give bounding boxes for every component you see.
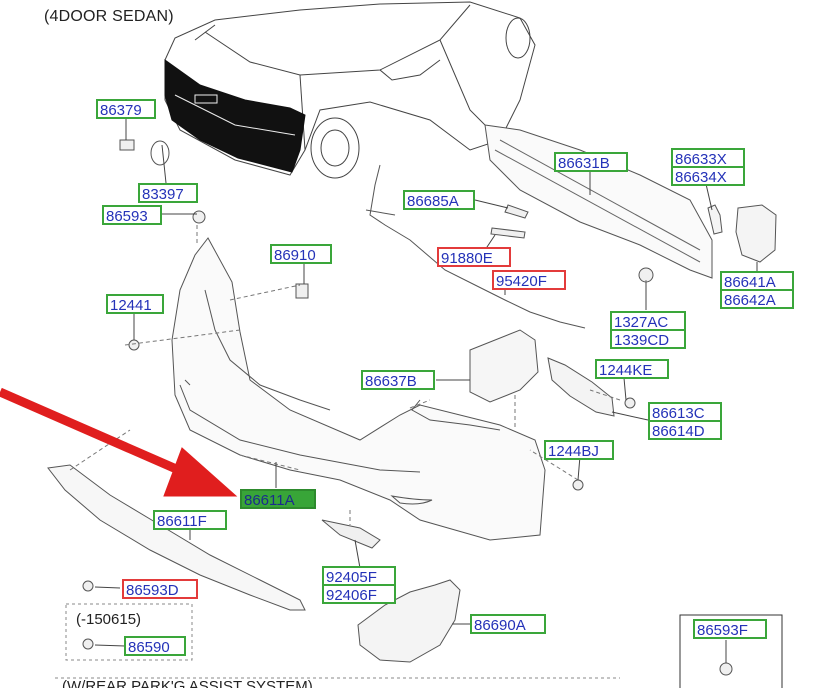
footer-note: (W/REAR PARK'G ASSIST SYSTEM) xyxy=(62,678,313,688)
part-label-86593d[interactable]: 86593D xyxy=(122,579,198,599)
part-label-86593f[interactable]: 86593F xyxy=(693,619,767,639)
diagram-title: (4DOOR SEDAN) xyxy=(44,8,174,25)
part-label-86633x[interactable]: 86633X xyxy=(671,148,745,168)
part-label-86641a[interactable]: 86641A xyxy=(720,271,794,291)
part-label-86642a[interactable]: 86642A xyxy=(720,289,794,309)
bracket-drawing xyxy=(469,329,539,403)
part-label-86590[interactable]: 86590 xyxy=(124,636,186,656)
side-bracket-drawing xyxy=(735,204,777,263)
rear-bumper-silhouette xyxy=(164,59,306,173)
part-label-86637b[interactable]: 86637B xyxy=(361,370,435,390)
part-label-86614d[interactable]: 86614D xyxy=(648,420,722,440)
lower-lip-drawing xyxy=(47,464,306,611)
part-label-91880e[interactable]: 91880E xyxy=(437,247,511,267)
date-note: (-150615) xyxy=(76,611,142,628)
part-label-86685a[interactable]: 86685A xyxy=(403,190,475,210)
part-label-86634x[interactable]: 86634X xyxy=(671,166,745,186)
part-label-86613c[interactable]: 86613C xyxy=(648,402,722,422)
part-label-95420f[interactable]: 95420F xyxy=(492,270,566,290)
part-label-12441[interactable]: 12441 xyxy=(106,294,164,314)
under-cover-drawing xyxy=(357,579,461,663)
part-label-86593[interactable]: 86593 xyxy=(102,205,162,225)
part-label-86631b[interactable]: 86631B xyxy=(554,152,628,172)
part-label-1327ac[interactable]: 1327AC xyxy=(610,311,686,331)
fastener-detail-box xyxy=(679,614,783,688)
date-note-box xyxy=(65,603,193,661)
reflector-drawing xyxy=(547,357,615,417)
part-label-86379[interactable]: 86379 xyxy=(96,99,156,119)
small-parts xyxy=(82,139,733,676)
guide-lines xyxy=(69,225,647,525)
red-pointer-arrow xyxy=(0,387,238,497)
part-label-86690a[interactable]: 86690A xyxy=(470,614,546,634)
part-label-1339cd[interactable]: 1339CD xyxy=(610,329,686,349)
part-label-92406f[interactable]: 92406F xyxy=(322,584,396,604)
part-label-1244bj[interactable]: 1244BJ xyxy=(544,440,614,460)
part-label-86611a-highlighted[interactable]: 86611A xyxy=(240,489,316,509)
car-outline xyxy=(164,1,536,179)
part-label-1244ke[interactable]: 1244KE xyxy=(595,359,669,379)
part-label-92405f[interactable]: 92405F xyxy=(322,566,396,586)
part-label-83397[interactable]: 83397 xyxy=(138,183,198,203)
wiring-harness-drawing xyxy=(369,164,586,329)
part-label-86910[interactable]: 86910 xyxy=(270,244,332,264)
bumper-cover-drawing xyxy=(171,237,546,541)
part-label-86611f[interactable]: 86611F xyxy=(153,510,227,530)
